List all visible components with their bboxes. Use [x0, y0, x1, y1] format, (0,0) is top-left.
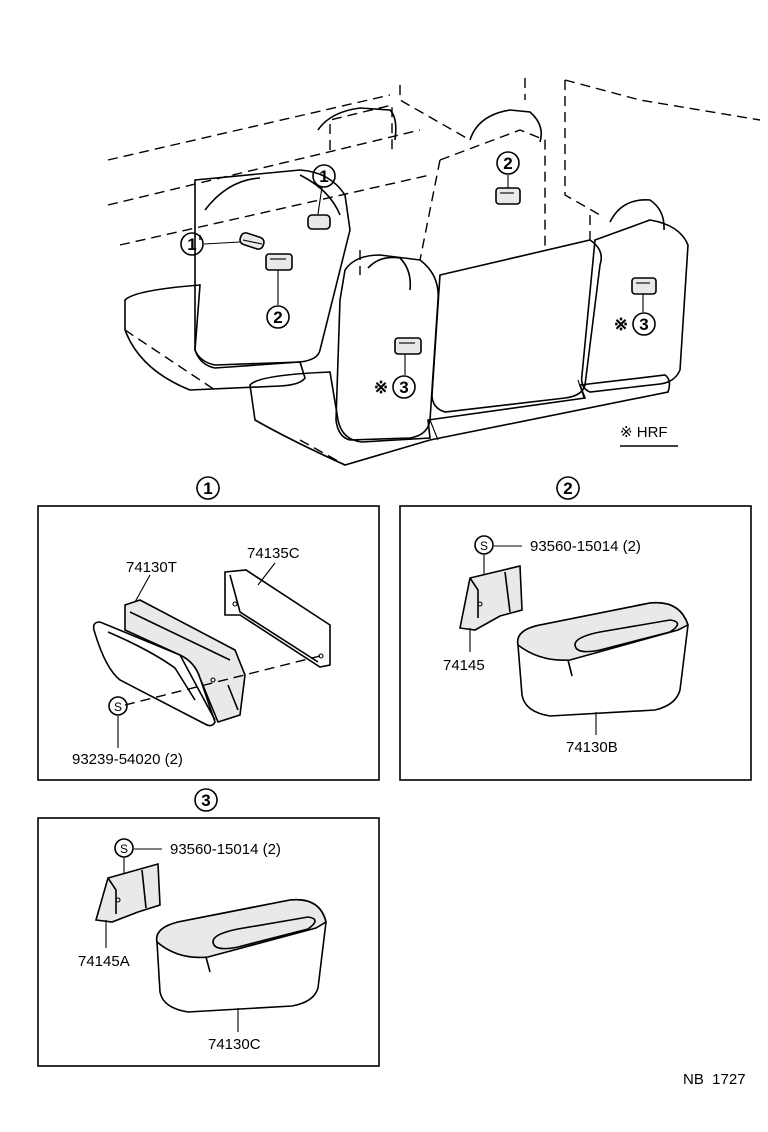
- svg-text:※ HRF: ※ HRF: [620, 424, 668, 441]
- svg-text:S: S: [120, 842, 128, 856]
- tray-marker-middle-3: [394, 337, 422, 355]
- label-93239-54020: 93239-54020 (2): [72, 751, 183, 768]
- callout-2-rear: 2: [496, 151, 520, 175]
- svg-text:1: 1: [203, 479, 212, 498]
- callout-1-left: 1: [180, 232, 204, 256]
- label-74130t: 74130T: [126, 559, 177, 576]
- svg-text:3: 3: [639, 315, 648, 334]
- detail-1-header: 1: [196, 476, 220, 500]
- svg-text:1: 1: [319, 167, 328, 186]
- detail-2-bracket-74145: [459, 564, 523, 631]
- label-93560-15014-a: 93560-15014 (2): [530, 538, 641, 555]
- detail-2-screw-symbol: S: [474, 535, 494, 555]
- callout-3-right: ※ 3: [614, 312, 656, 336]
- label-74145a: 74145A: [78, 953, 130, 970]
- svg-text:※: ※: [614, 315, 628, 334]
- detail-3-bracket-74145a: [94, 862, 161, 923]
- tray-marker-rear-2: [495, 187, 521, 205]
- detail-1-screw-line: [124, 655, 321, 706]
- svg-text:S: S: [114, 700, 122, 714]
- label-74135c: 74135C: [247, 545, 300, 562]
- label-93560-15014-b: 93560-15014 (2): [170, 841, 281, 858]
- detail-2-frame: [399, 505, 752, 781]
- diagram-code: NB 1727: [683, 1071, 746, 1088]
- detail-1-bracket-74135c: [224, 562, 331, 668]
- detail-2-tray-74130b: [516, 601, 689, 717]
- detail-1-tray-74130t: [92, 574, 246, 727]
- label-74130b: 74130B: [566, 739, 618, 756]
- detail-1-screw-symbol: S: [108, 696, 128, 716]
- detail-3-screw-symbol: S: [114, 838, 134, 858]
- callout-2-left: 2: [266, 305, 290, 329]
- svg-text:1: 1: [187, 235, 196, 254]
- detail-2-header: 2: [556, 476, 580, 500]
- tray-marker-left-2: [265, 253, 293, 271]
- callout-1-upper: 1: [312, 164, 336, 188]
- vehicle-interior-overview: [107, 78, 761, 466]
- detail-3-frame: [37, 817, 380, 1067]
- svg-text:2: 2: [503, 154, 512, 173]
- svg-text:2: 2: [563, 479, 572, 498]
- svg-text:3: 3: [399, 378, 408, 397]
- tray-marker-right-3: [631, 277, 657, 295]
- detail-1-frame: [37, 505, 380, 781]
- svg-text:3: 3: [201, 791, 210, 810]
- svg-text:2: 2: [273, 308, 282, 327]
- hrf-legend: ※ HRF: [620, 424, 678, 447]
- tray-marker-upper-left: [239, 232, 265, 250]
- svg-text:S: S: [480, 539, 488, 553]
- detail-3-tray-74130c: [155, 898, 327, 1013]
- callout-3-middle: ※ 3: [374, 375, 416, 399]
- tray-marker-upper-mid: [307, 214, 331, 230]
- label-74130c: 74130C: [208, 1036, 261, 1053]
- label-74145: 74145: [443, 657, 485, 674]
- svg-text:※: ※: [374, 378, 388, 397]
- detail-3-header: 3: [194, 788, 218, 812]
